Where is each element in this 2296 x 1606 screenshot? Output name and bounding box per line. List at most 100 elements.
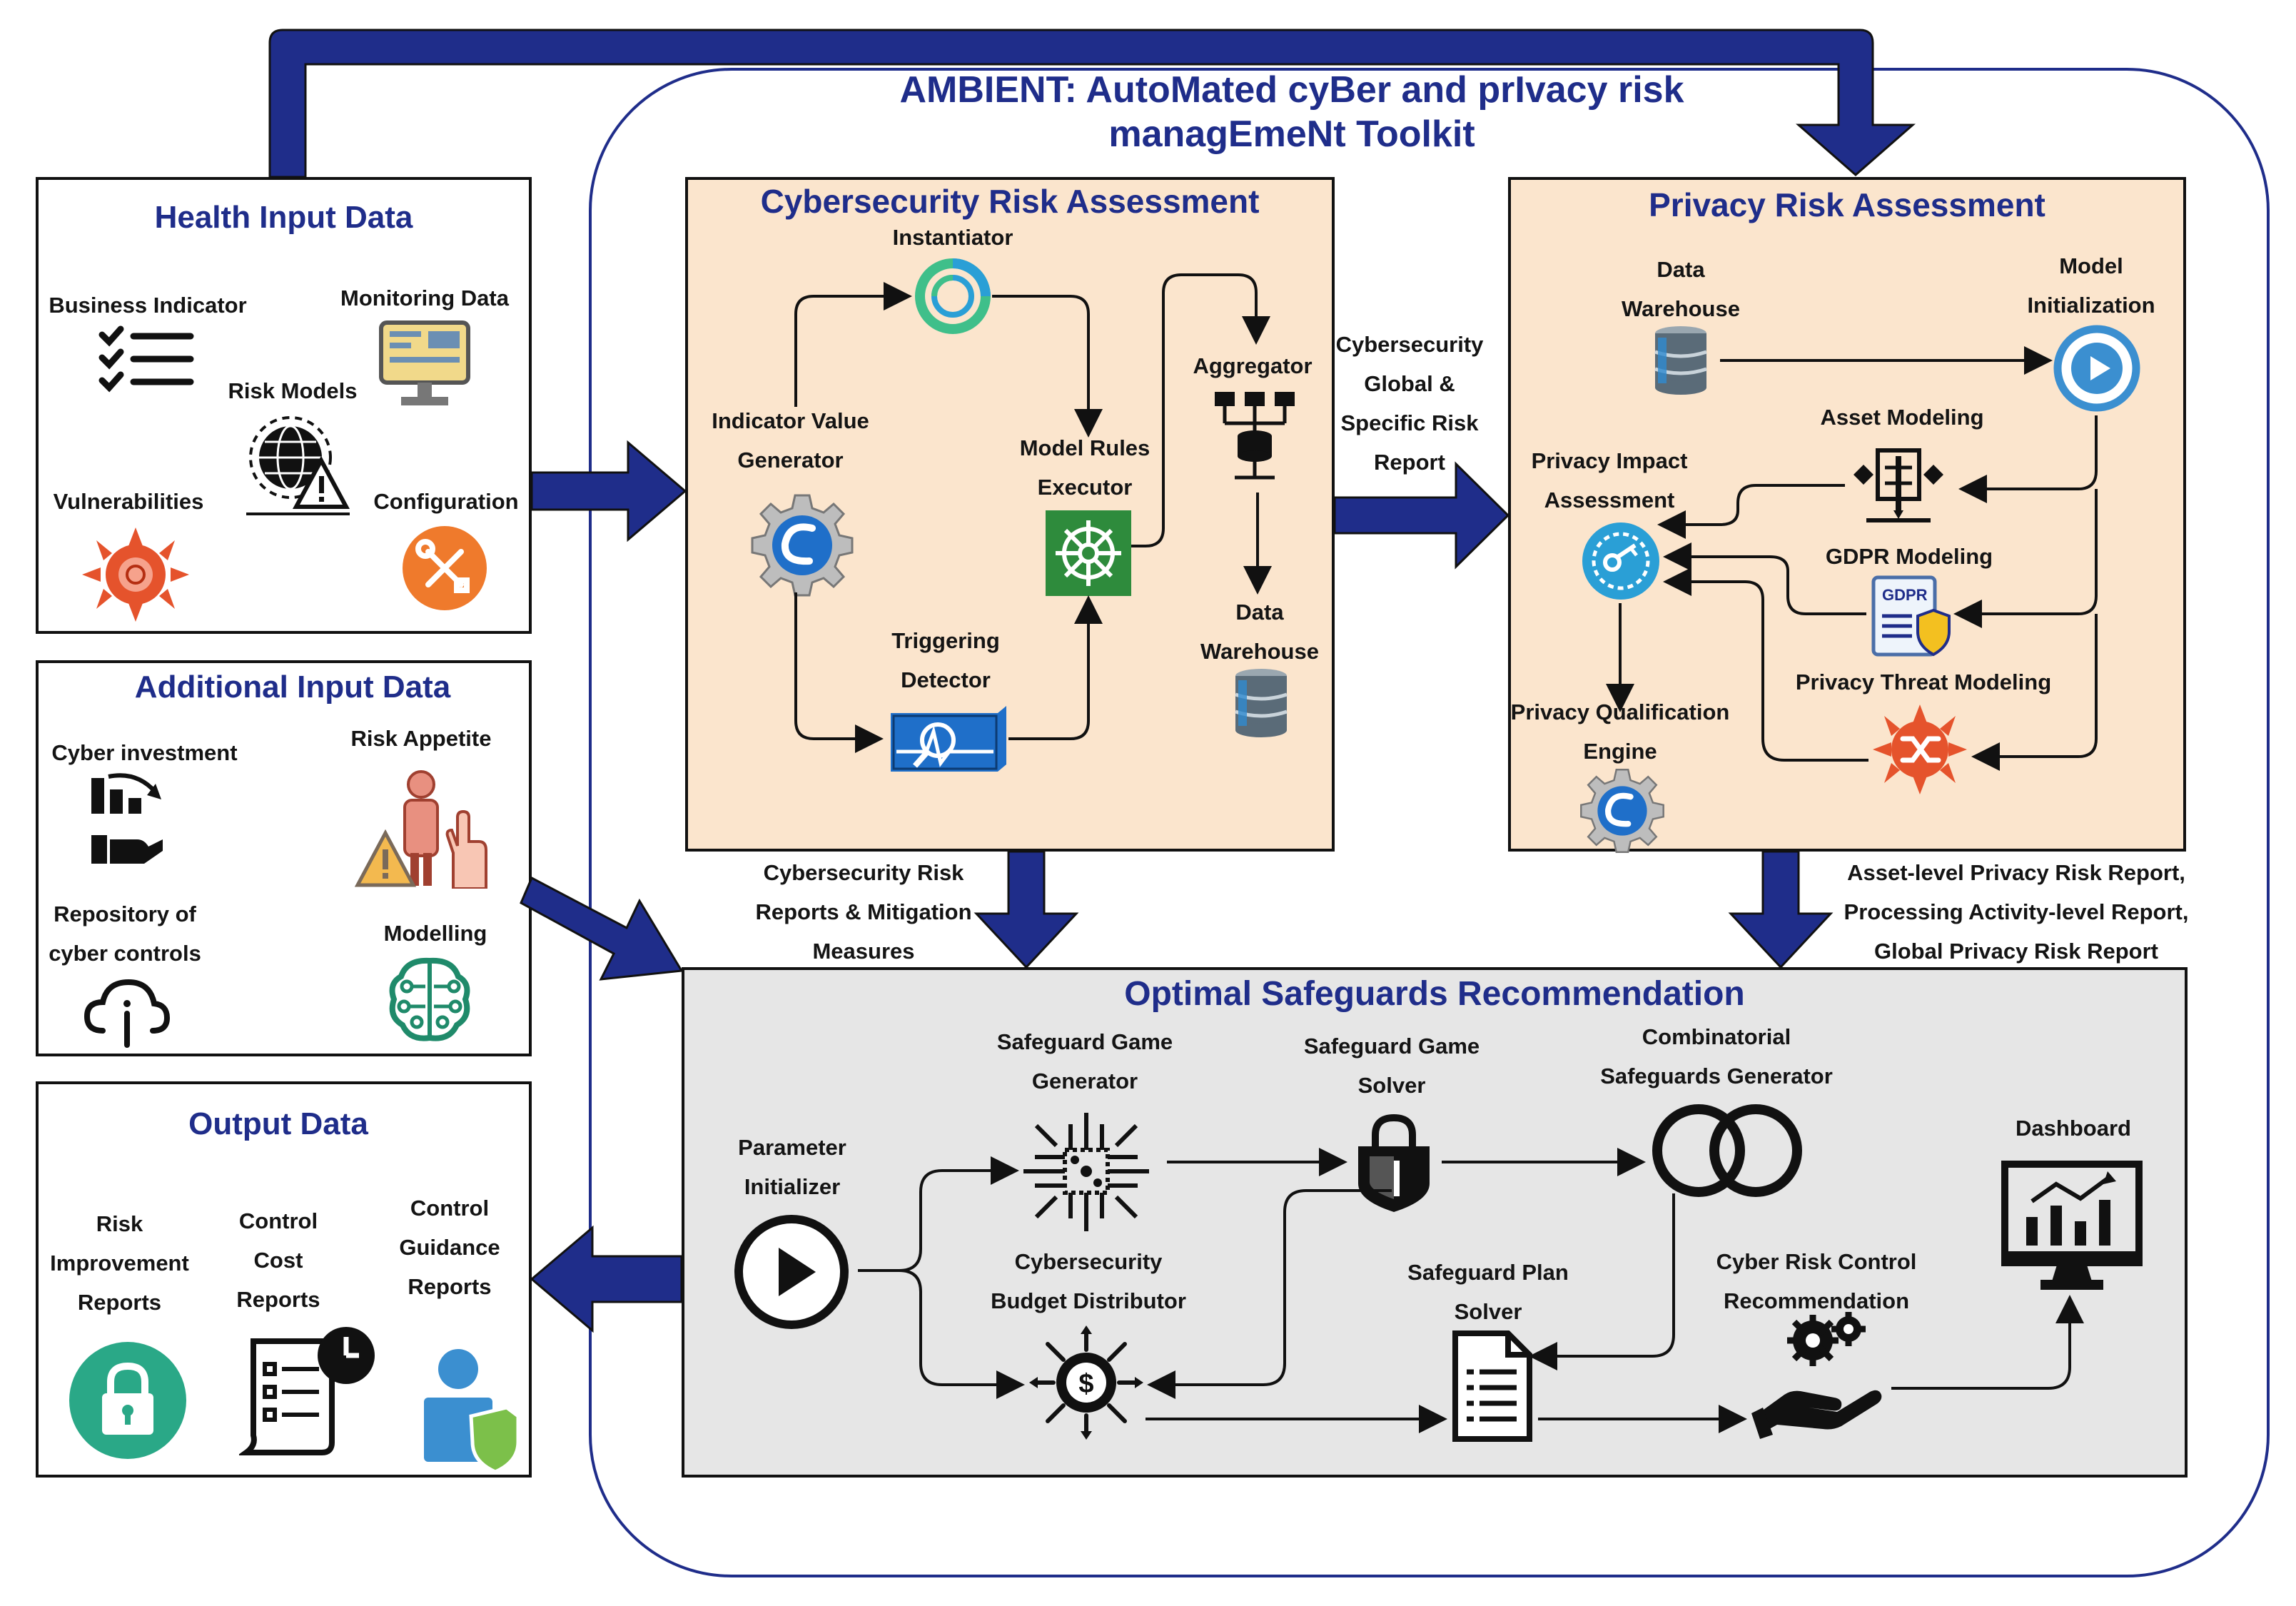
crc-line1: Cyber Risk Control (1716, 1249, 1917, 1274)
privacy-impact-label: Privacy Impact Assessment (1517, 441, 1702, 520)
gdpr-badge-text: GDPR (1882, 586, 1928, 604)
indicator-value-generator-label: Indicator Value Generator (696, 401, 885, 480)
play-circle-icon (2053, 325, 2140, 412)
vulnerabilities-label: Vulnerabilities (53, 489, 204, 514)
cg-line2: Safeguards Generator (1600, 1064, 1833, 1089)
mi-line2: Initialization (2027, 293, 2155, 318)
cg-line1: Combinatorial (1642, 1024, 1791, 1049)
mre-line1: Model Rules (1019, 435, 1150, 460)
cyber-to-privacy-arrow (1333, 461, 1510, 570)
pi-line1: Parameter (738, 1135, 846, 1160)
monitor-dashboard-icon (379, 320, 470, 405)
user-shield-icon (424, 1349, 520, 1473)
control-guidance-line2: Guidance (399, 1235, 500, 1260)
sps-line2: Solver (1454, 1299, 1522, 1324)
crm-line2: Reports & Mitigation (755, 899, 972, 924)
main-title-line2: managEmeNt Toolkit (1108, 113, 1475, 155)
pdw-line2: Warehouse (1622, 296, 1740, 321)
sgg-line1: Safeguard Game (996, 1029, 1173, 1054)
control-guidance-line3: Reports (408, 1274, 492, 1299)
privacy-impact-icon (1582, 522, 1659, 600)
svg-text:$: $ (1078, 1369, 1093, 1399)
cgs-line3: Specific Risk (1340, 410, 1479, 435)
model-rules-executor-label: Model Rules Executor (1006, 428, 1163, 507)
cyber-global-specific-label: Cybersecurity Global & Specific Risk Rep… (1331, 325, 1488, 482)
modelling-label: Modelling (383, 921, 487, 946)
cyber-investment-label: Cyber investment (51, 740, 238, 765)
bd-line1: Cybersecurity (1014, 1249, 1163, 1274)
repository-label: Repository of cyber controls (43, 894, 207, 973)
privacy-data-warehouse-label: Data Warehouse (1602, 250, 1759, 328)
control-cost-line1: Control (238, 1208, 318, 1233)
cgs-line1: Cybersecurity (1335, 332, 1484, 357)
investment-chart-icon (91, 773, 163, 864)
pqe-line2: Engine (1583, 739, 1657, 764)
risk-improvement-label: Risk Improvement Reports (43, 1204, 196, 1322)
configuration-label: Configuration (373, 489, 519, 514)
output-data-title: Output Data (188, 1106, 368, 1141)
cyber-risk-control-label: Cyber Risk Control Recommendation (1702, 1242, 1931, 1320)
safeguard-plan-solver-label: Safeguard Plan Solver (1392, 1253, 1584, 1331)
crm-line1: Cybersecurity Risk (763, 860, 964, 885)
risk-models-label: Risk Models (228, 378, 358, 403)
model-initialization-label: Model Initialization (2009, 246, 2173, 325)
sgs-line2: Solver (1357, 1073, 1426, 1098)
safeguard-game-generator-label: Safeguard Game Generator (985, 1022, 1185, 1101)
ai-brain-icon (389, 957, 470, 1041)
control-cost-label: Control Cost Reports (207, 1201, 350, 1319)
additional-to-safeguards-arrow (520, 876, 684, 981)
lock-icon (69, 1342, 186, 1459)
feedback-big-arrow (268, 29, 1916, 178)
control-cost-line2: Cost (253, 1248, 303, 1273)
cyber-reports-mitigation-label: Cybersecurity Risk Reports & Mitigation … (739, 853, 988, 971)
control-guidance-line1: Control (410, 1196, 490, 1221)
instantiator-label: Instantiator (892, 225, 1013, 250)
gear-blue-icon (751, 494, 854, 597)
privacy-reports-label: Asset-level Privacy Risk Report, Process… (1831, 853, 2202, 971)
dashboard-label: Dashboard (2016, 1116, 2131, 1141)
sps-line1: Safeguard Plan (1407, 1260, 1569, 1285)
health-input-title: Health Input Data (154, 200, 413, 235)
cyber-assessment-title: Cybersecurity Risk Assessment (760, 183, 1260, 220)
cyber-data-warehouse-label: Data Warehouse (1188, 592, 1331, 671)
gdpr-document-icon: GDPR (1871, 575, 1951, 657)
pia-line2: Assessment (1544, 488, 1675, 512)
cgs-line2: Global & (1364, 371, 1455, 396)
safeguards-to-output-arrow (530, 1225, 683, 1333)
business-indicator-label: Business Indicator (49, 293, 247, 318)
aggregator-label: Aggregator (1193, 353, 1313, 378)
hand-gears-icon (1751, 1312, 1882, 1439)
crm-line3: Measures (812, 939, 915, 964)
privacy-assessment-panel (1508, 177, 2186, 852)
risk-improvement-line1: Risk (96, 1211, 143, 1236)
asset-modeling-icon (1854, 448, 1943, 522)
main-title: AMBIENT: AutoMated cyBer and prIvacy ris… (749, 68, 1834, 156)
combinatorial-generator-label: Combinatorial Safeguards Generator (1592, 1017, 1841, 1096)
pr-line3: Global Privacy Risk Report (1874, 939, 2158, 964)
instantiator-ring-icon (915, 258, 991, 334)
aggregator-nodes-icon (1215, 392, 1295, 480)
additional-input-title: Additional Input Data (134, 670, 451, 704)
threat-virus-icon (1873, 704, 1967, 794)
report-clock-icon (239, 1327, 375, 1455)
repository-line1: Repository of (54, 902, 196, 926)
privacy-down-arrow (1728, 850, 1834, 969)
overlapping-circles-icon (1652, 1104, 1802, 1197)
pi-line2: Initializer (744, 1174, 841, 1199)
chip-network-icon (1023, 1113, 1149, 1231)
pia-line1: Privacy Impact (1531, 448, 1688, 473)
shield-lock-icon (1358, 1113, 1430, 1212)
control-cost-line3: Reports (236, 1287, 320, 1312)
cyber-down-arrow (973, 850, 1079, 969)
privacy-assessment-title: Privacy Risk Assessment (1649, 186, 2045, 223)
sgg-line2: Generator (1031, 1069, 1138, 1094)
parameter-play-icon (734, 1215, 849, 1329)
safeguard-game-solver-label: Safeguard Game Solver (1292, 1026, 1492, 1105)
cloud-info-icon (84, 979, 170, 1048)
privacy-database-icon (1654, 326, 1707, 395)
crc-line2: Recommendation (1723, 1288, 1910, 1313)
privacy-threat-label: Privacy Threat Modeling (1795, 670, 2052, 695)
dashboard-monitor-icon (2001, 1161, 2143, 1290)
